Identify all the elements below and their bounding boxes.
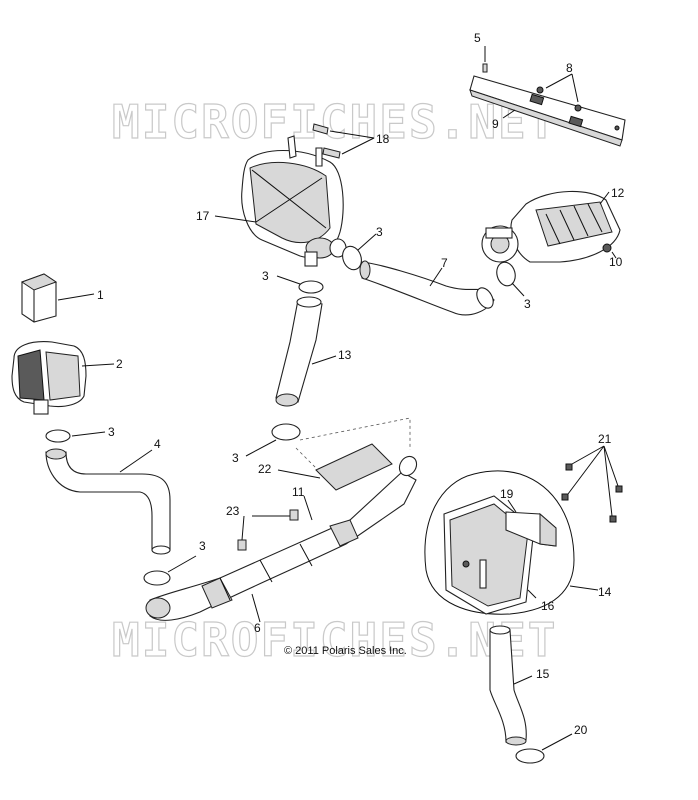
callout-3-lower: 3 [199, 539, 206, 553]
callout-2: 2 [116, 357, 123, 371]
part-23-screws [237, 509, 299, 551]
callout-4: 4 [154, 437, 161, 451]
callout-18: 18 [376, 132, 390, 146]
part-4-hose [45, 448, 171, 555]
part-3-clamp-middle [245, 423, 301, 457]
part-15-tube [489, 625, 533, 746]
callout-3-left: 3 [108, 425, 115, 439]
callout-3-housing: 3 [262, 269, 269, 283]
part-22-label [277, 417, 411, 491]
callout-7: 7 [441, 256, 448, 270]
callout-10: 10 [609, 255, 623, 269]
callout-17: 17 [196, 209, 210, 223]
part-13-tube [275, 296, 337, 407]
callout-21: 21 [598, 432, 612, 446]
part-3-clamp-supercharger [496, 261, 525, 297]
part-2-filter [11, 341, 115, 415]
part-5-bolt [482, 46, 488, 73]
part-18-pins [312, 123, 375, 159]
watermark-top: MICROFICHES.NET [112, 95, 557, 149]
callout-14: 14 [598, 585, 612, 599]
part-6-duct [145, 455, 418, 623]
watermark-bottom: MICROFICHES.NET [112, 613, 557, 667]
callout-12: 12 [611, 186, 625, 200]
part-3-clamp-left [45, 429, 106, 443]
part-12-supercharger [481, 190, 621, 263]
callout-6: 6 [254, 621, 261, 635]
callout-5: 5 [474, 31, 481, 45]
part-14-assembly [424, 470, 599, 615]
callout-22: 22 [258, 462, 272, 476]
callout-16: 16 [541, 599, 555, 613]
part-3-clamp-housing [276, 275, 324, 294]
part-17-housing [214, 135, 347, 267]
callout-3-supercharger: 3 [524, 297, 531, 311]
part-9-bracket [469, 73, 626, 147]
copyright-text: © 2011 Polaris Sales Inc. [284, 645, 407, 657]
callout-9: 9 [492, 117, 499, 131]
callout-11: 11 [292, 485, 305, 499]
part-20-clamp [515, 733, 573, 764]
callout-3-middle: 3 [232, 451, 239, 465]
part-1-block [20, 273, 95, 323]
callout-23: 23 [226, 504, 240, 518]
callout-3-upper-right: 3 [376, 225, 383, 239]
part-19-pad [505, 499, 557, 547]
callout-19: 19 [500, 487, 514, 501]
part-7-hose [359, 260, 495, 316]
callout-13: 13 [338, 348, 352, 362]
part-3-clamp-lower [143, 555, 197, 586]
part-3-clamp-upper-right [342, 233, 377, 271]
callout-20: 20 [574, 723, 588, 737]
callout-1: 1 [97, 288, 104, 302]
callout-8: 8 [566, 61, 573, 75]
part-21-screws [561, 445, 623, 523]
part-10-nut [602, 243, 617, 259]
callout-15: 15 [536, 667, 550, 681]
